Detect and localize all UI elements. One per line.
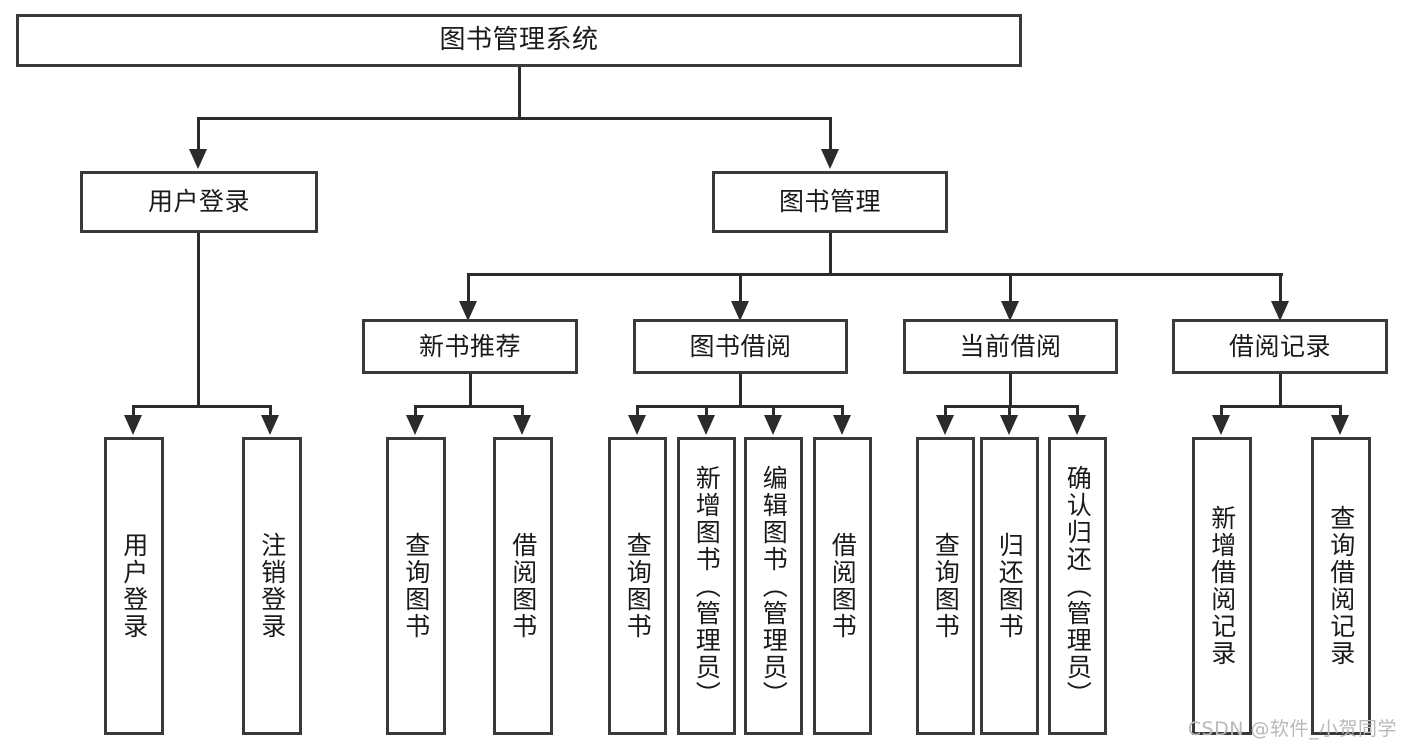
arrow-to-user-login (189, 149, 207, 169)
arrow-to-leaf-borrow-book-2 (833, 415, 851, 435)
leaf-add-book-admin-label: 新增图书（管理员） (692, 464, 722, 708)
leaf-borrow-book-borrow-label: 借阅图书 (828, 532, 858, 640)
edge-new-book-stem (469, 374, 472, 407)
leaf-borrow-book-borrow[interactable]: 借阅图书 (813, 437, 872, 735)
arrow-to-borrow-record (1271, 301, 1289, 321)
leaf-add-book-admin[interactable]: 新增图书（管理员） (677, 437, 736, 735)
edge-level3-bus (467, 273, 1283, 276)
edge-book-borrow-drop-2 (705, 405, 708, 417)
edge-level2-drop-book-management (829, 117, 832, 151)
arrow-to-leaf-user-login (124, 415, 142, 435)
leaf-borrow-book-new-recommend[interactable]: 借阅图书 (493, 437, 553, 735)
node-new-book-recommend[interactable]: 新书推荐 (362, 319, 578, 374)
edge-user-login-bus (132, 405, 271, 408)
leaf-user-login[interactable]: 用户登录 (104, 437, 164, 735)
arrow-to-leaf-query-book-2 (628, 415, 646, 435)
edge-new-book-drop-2 (521, 405, 524, 417)
edge-book-borrow-bus (636, 405, 844, 408)
edge-level3-drop-borrow-record (1279, 273, 1282, 303)
node-root-book-management-system[interactable]: 图书管理系统 (16, 14, 1022, 67)
edge-borrow-record-stem (1279, 374, 1282, 407)
edge-borrow-record-drop-1 (1220, 405, 1223, 417)
leaf-confirm-return-admin-label: 确认归还（管理员） (1063, 464, 1093, 708)
edge-new-book-bus (414, 405, 524, 408)
arrow-to-book-borrow (731, 301, 749, 321)
edge-level3-drop-new-book (467, 273, 470, 303)
edge-borrow-record-bus (1220, 405, 1342, 408)
edge-level3-drop-book-borrow (739, 273, 742, 303)
arrow-to-new-book-recommend (459, 301, 477, 321)
leaf-add-borrow-record-label: 新增借阅记录 (1207, 505, 1237, 667)
arrow-to-leaf-logout (261, 415, 279, 435)
leaf-confirm-return-admin[interactable]: 确认归还（管理员） (1048, 437, 1107, 735)
leaf-return-book-label: 归还图书 (995, 532, 1025, 640)
edge-book-borrow-drop-3 (772, 405, 775, 417)
leaf-query-book-current-label: 查询图书 (931, 532, 961, 640)
leaf-user-login-label: 用户登录 (119, 532, 149, 640)
arrow-to-leaf-edit-book (764, 415, 782, 435)
edge-current-borrow-drop-3 (1076, 405, 1079, 417)
edge-book-borrow-drop-4 (841, 405, 844, 417)
node-current-borrow[interactable]: 当前借阅 (903, 319, 1118, 374)
leaf-query-book-borrow[interactable]: 查询图书 (608, 437, 667, 735)
edge-current-borrow-drop-1 (944, 405, 947, 417)
leaf-add-borrow-record[interactable]: 新增借阅记录 (1192, 437, 1252, 735)
edge-user-login-drop-2 (269, 405, 272, 417)
edge-current-borrow-drop-2 (1008, 405, 1011, 417)
arrow-to-leaf-query-borrow-record (1331, 415, 1349, 435)
watermark-text: CSDN @软件_小贺同学 (1187, 718, 1397, 740)
arrow-to-leaf-query-book-3 (936, 415, 954, 435)
edge-user-login-stem (197, 233, 200, 407)
leaf-borrow-book-new-recommend-label: 借阅图书 (508, 532, 538, 640)
leaf-return-book[interactable]: 归还图书 (980, 437, 1039, 735)
node-borrow-record[interactable]: 借阅记录 (1172, 319, 1388, 374)
edge-current-borrow-bus (944, 405, 1078, 408)
leaf-logout[interactable]: 注销登录 (242, 437, 302, 735)
arrow-to-book-management (821, 149, 839, 169)
leaf-logout-label: 注销登录 (257, 532, 287, 640)
arrow-to-leaf-return-book (1000, 415, 1018, 435)
edge-level3-drop-current-borrow (1009, 273, 1012, 303)
edge-new-book-drop-1 (414, 405, 417, 417)
edge-user-login-drop-1 (132, 405, 135, 417)
leaf-query-book-current[interactable]: 查询图书 (916, 437, 975, 735)
leaf-edit-book-admin-label: 编辑图书（管理员） (759, 464, 789, 708)
arrow-to-leaf-query-book-1 (406, 415, 424, 435)
leaf-query-borrow-record-label: 查询借阅记录 (1326, 505, 1356, 667)
edge-level2-bus (197, 117, 831, 120)
arrow-to-leaf-add-borrow-record (1212, 415, 1230, 435)
edge-borrow-record-drop-2 (1339, 405, 1342, 417)
leaf-query-borrow-record[interactable]: 查询借阅记录 (1311, 437, 1371, 735)
arrow-to-current-borrow (1001, 301, 1019, 321)
leaf-query-book-new-recommend[interactable]: 查询图书 (386, 437, 446, 735)
edge-book-borrow-drop-1 (636, 405, 639, 417)
leaf-query-book-new-recommend-label: 查询图书 (401, 532, 431, 640)
leaf-query-book-borrow-label: 查询图书 (623, 532, 653, 640)
node-book-management[interactable]: 图书管理 (712, 171, 948, 233)
arrow-to-leaf-confirm-return (1068, 415, 1086, 435)
node-user-login[interactable]: 用户登录 (80, 171, 318, 233)
edge-book-borrow-stem (739, 374, 742, 407)
arrow-to-leaf-borrow-book-1 (513, 415, 531, 435)
arrow-to-leaf-add-book (697, 415, 715, 435)
edge-book-management-stem (829, 233, 832, 275)
leaf-edit-book-admin[interactable]: 编辑图书（管理员） (744, 437, 803, 735)
edge-level2-drop-user-login (197, 117, 200, 151)
edge-root-stem (518, 67, 521, 117)
edge-current-borrow-stem (1009, 374, 1012, 407)
node-book-borrow[interactable]: 图书借阅 (633, 319, 848, 374)
